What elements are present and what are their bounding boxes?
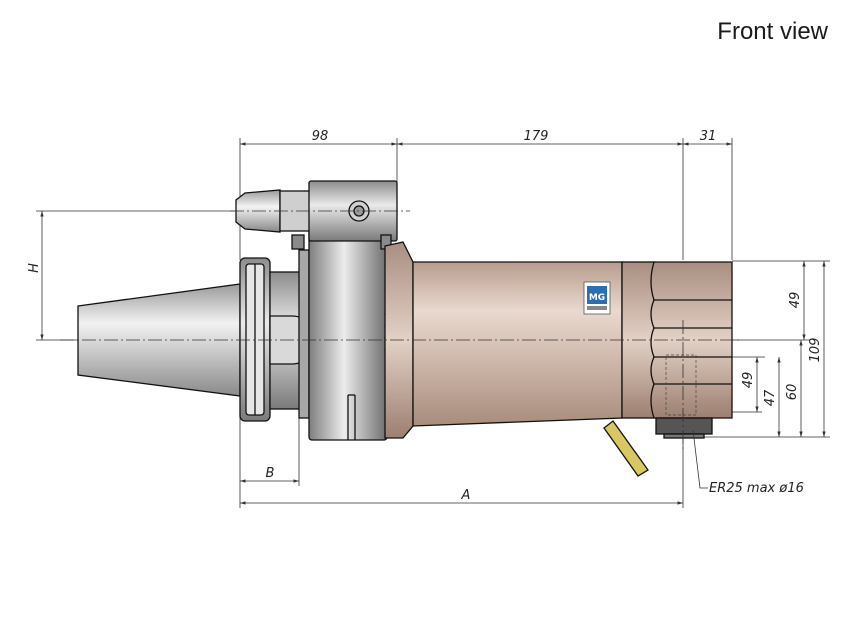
dim-b: B [266,466,275,481]
svg-text:MG: MG [589,293,605,303]
coolant-tube [603,420,649,477]
view-title: Front view [717,18,828,45]
dim-98: 98 [312,129,329,144]
callout-text: ER25 max ø16 [709,481,804,496]
collet-callout: ER25 max ø16 [692,429,804,496]
dim-179: 179 [524,129,549,144]
bottom-dimensions: B A [239,400,684,508]
dim-h: H [27,263,42,273]
dim-49-low: 49 [741,372,756,389]
flange [239,257,317,422]
clamp-block [235,180,398,250]
dim-a: A [461,488,471,503]
dim-47: 47 [763,389,778,406]
dim-60: 60 [785,384,800,401]
adjustment-ring [298,227,390,441]
right-dimensions: 49 109 49 47 60 [700,260,830,438]
dim-31: 31 [700,129,717,144]
angle-head [650,261,733,439]
dim-49-top: 49 [788,292,803,309]
dim-109: 109 [808,338,823,363]
top-dimensions: 98 179 31 [239,129,733,260]
center-lines [60,210,740,450]
brand-logo: MG [583,281,611,315]
main-body: MG [384,241,655,439]
